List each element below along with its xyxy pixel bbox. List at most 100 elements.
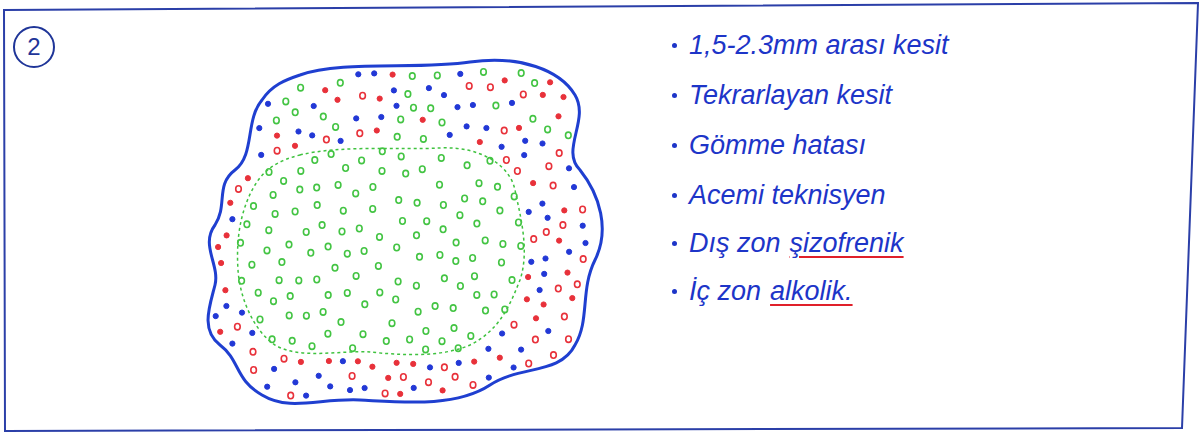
cell-dot bbox=[328, 151, 334, 157]
cell-dot bbox=[486, 346, 491, 351]
cell-dot bbox=[550, 182, 556, 188]
cell-dot bbox=[411, 385, 416, 390]
cell-dot bbox=[350, 345, 356, 351]
cell-dot bbox=[570, 296, 575, 301]
cell-dot bbox=[472, 273, 478, 279]
cell-dot bbox=[359, 157, 365, 163]
cell-dot bbox=[338, 319, 344, 325]
cell-dot bbox=[314, 184, 320, 190]
cell-dot bbox=[396, 197, 402, 203]
cell-dot bbox=[321, 113, 327, 119]
cell-dot bbox=[245, 176, 250, 181]
cell-dot bbox=[468, 333, 474, 339]
note-text: Acemi teknisyen bbox=[689, 180, 886, 211]
cell-dot bbox=[325, 292, 331, 298]
cell-dot bbox=[398, 116, 404, 122]
cell-dot bbox=[269, 336, 275, 342]
cell-dot bbox=[526, 274, 531, 279]
cell-dot bbox=[391, 88, 396, 93]
cell-dot bbox=[481, 69, 487, 75]
cell-dot bbox=[374, 128, 379, 133]
cell-dot bbox=[435, 72, 441, 78]
cell-dot bbox=[526, 209, 531, 214]
cell-dot bbox=[546, 328, 551, 333]
cell-dot bbox=[360, 331, 366, 337]
cell-dot bbox=[335, 182, 341, 188]
cell-dot bbox=[504, 157, 510, 163]
cell-dot bbox=[239, 278, 245, 284]
cell-dot bbox=[271, 298, 277, 304]
cell-dot bbox=[287, 293, 293, 299]
cell-dot bbox=[464, 162, 470, 168]
cell-dot bbox=[349, 373, 355, 379]
cell-dot bbox=[332, 265, 338, 271]
cell-dot bbox=[394, 134, 400, 140]
cell-dot bbox=[470, 382, 476, 388]
cell-dot bbox=[427, 365, 432, 370]
cell-dot bbox=[455, 345, 461, 351]
cell-dot bbox=[482, 237, 488, 243]
callout-circle: 2 bbox=[13, 26, 55, 68]
cell-dot bbox=[384, 338, 390, 344]
cell-dot bbox=[441, 93, 446, 98]
cell-dot bbox=[304, 313, 310, 319]
cell-dot bbox=[480, 198, 486, 204]
cell-dot bbox=[372, 71, 377, 76]
cell-dot bbox=[557, 238, 562, 243]
note-text: alkolik. bbox=[770, 276, 853, 307]
cell-dot bbox=[562, 313, 568, 319]
cell-dot bbox=[311, 103, 316, 108]
cell-dot bbox=[339, 228, 345, 234]
cell-dot bbox=[274, 133, 279, 138]
cell-dot bbox=[250, 330, 255, 335]
cell-dot bbox=[370, 364, 375, 369]
cell-dot bbox=[314, 276, 320, 282]
cell-dot bbox=[466, 83, 472, 89]
cell-dot bbox=[561, 94, 566, 99]
cell-dot bbox=[316, 373, 321, 378]
cell-dot bbox=[298, 168, 304, 174]
cell-dot bbox=[292, 109, 298, 115]
cell-dot bbox=[532, 80, 538, 86]
cell-dot bbox=[411, 105, 417, 111]
cell-dot bbox=[257, 316, 263, 322]
cell-dot bbox=[543, 256, 548, 261]
cell-dot bbox=[529, 259, 534, 264]
cell-dot bbox=[394, 360, 399, 365]
cell-dot bbox=[491, 291, 497, 297]
cell-dot bbox=[319, 222, 325, 228]
cell-dot bbox=[457, 212, 463, 218]
cell-dot bbox=[437, 182, 443, 188]
cell-dot bbox=[341, 208, 347, 214]
cell-dot bbox=[377, 96, 382, 101]
cell-dot bbox=[279, 259, 285, 265]
cell-dot bbox=[377, 289, 383, 295]
bullet-dot bbox=[672, 143, 677, 148]
cell-dot bbox=[292, 208, 298, 214]
cell-dot bbox=[333, 124, 339, 130]
cell-dot bbox=[524, 297, 529, 302]
cell-dot bbox=[452, 374, 458, 380]
cell-dot bbox=[540, 92, 545, 97]
cell-dot bbox=[428, 105, 434, 111]
cell-dot bbox=[566, 166, 571, 171]
cell-dot bbox=[298, 359, 303, 364]
cell-dot bbox=[270, 192, 276, 198]
cell-dot bbox=[458, 283, 464, 289]
cell-dot bbox=[474, 220, 480, 226]
cell-dot bbox=[420, 166, 426, 172]
cell-dot bbox=[382, 390, 388, 396]
cell-dot bbox=[259, 152, 264, 157]
cell-dot bbox=[335, 97, 340, 102]
cell-dot bbox=[509, 100, 514, 105]
cell-dot bbox=[583, 240, 588, 245]
cell-dot bbox=[293, 380, 298, 385]
cell-dot bbox=[239, 310, 244, 315]
cell-dot bbox=[235, 324, 241, 330]
cell-dot bbox=[216, 244, 221, 249]
cell-dot bbox=[281, 356, 287, 362]
cell-dot bbox=[320, 309, 326, 315]
cell-dot bbox=[376, 263, 382, 269]
cell-dot bbox=[353, 190, 359, 196]
